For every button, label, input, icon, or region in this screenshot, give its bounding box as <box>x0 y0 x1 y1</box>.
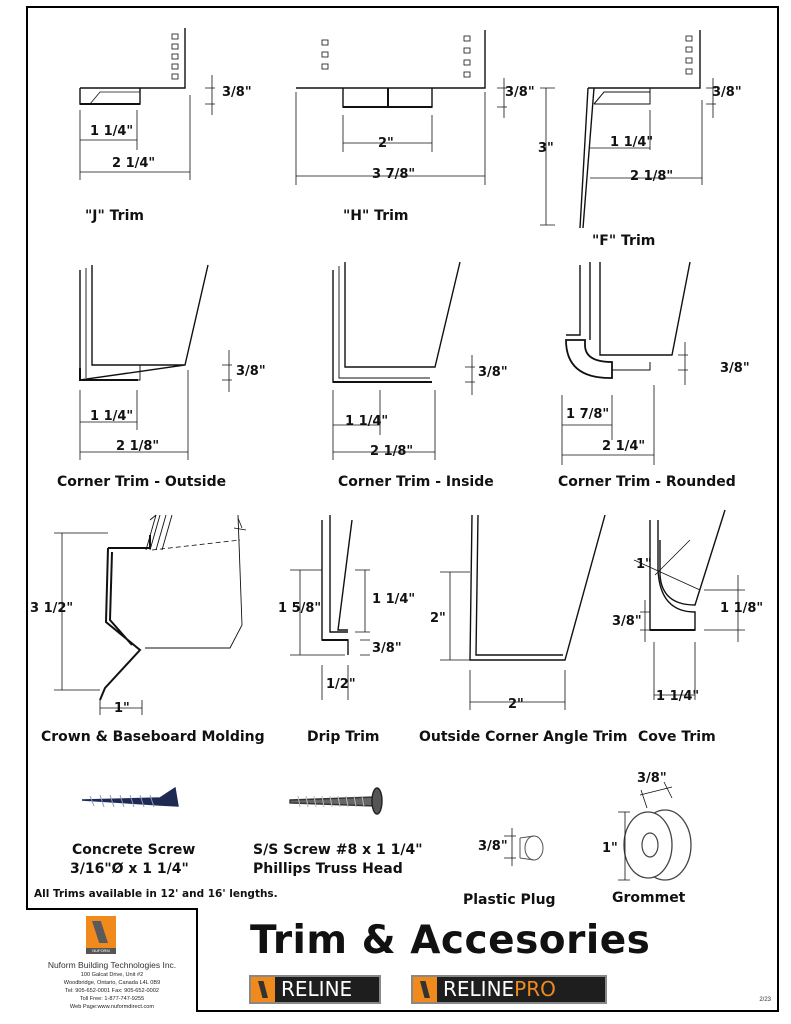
company-web[interactable]: Web Page:www.nuformdirect.com <box>69 1004 155 1010</box>
relinepro-logo: RELINEPRO <box>411 975 607 1004</box>
crown-baseboard-drawing <box>54 514 247 715</box>
grommet-drawing <box>618 781 692 881</box>
dim-cove-1: 1" <box>636 557 652 572</box>
dim-j-214: 2 1/4" <box>112 156 155 171</box>
label-ss-screw-head: Phillips Truss Head <box>253 861 403 877</box>
dim-ci-114: 1 1/4" <box>345 414 388 429</box>
dim-drip-114: 1 1/4" <box>372 592 415 607</box>
dim-cr-178: 1 7/8" <box>566 407 609 422</box>
company-name: Nuform Building Technologies Inc. <box>47 960 177 970</box>
dim-co-218: 2 1/8" <box>116 439 159 454</box>
dim-cove-114: 1 1/4" <box>656 689 699 704</box>
doc-code: 2/23 <box>759 997 771 1003</box>
dim-crown-1: 1" <box>114 701 130 716</box>
concrete-screw-drawing <box>81 786 179 808</box>
dim-drip-38: 3/8" <box>372 641 402 656</box>
dim-drip-12: 1/2" <box>326 677 356 692</box>
dim-oca-2a: 2" <box>430 611 446 626</box>
lengths-note: All Trims available in 12' and 16' lengt… <box>34 888 278 900</box>
dim-h-2: 2" <box>378 136 394 151</box>
outside-corner-angle-drawing <box>440 514 606 710</box>
corner-outside-drawing <box>79 264 232 460</box>
corner-rounded-drawing <box>561 261 691 465</box>
dim-cove-38: 3/8" <box>612 614 642 629</box>
nuform-logo <box>86 916 116 948</box>
dim-drip-158: 1 5/8" <box>278 601 321 616</box>
dim-h-378: 3 7/8" <box>372 167 415 182</box>
h-trim-drawing <box>295 30 507 185</box>
dim-oca-2b: 2" <box>508 697 524 712</box>
label-cove: Cove Trim <box>638 729 716 745</box>
label-crown: Crown & Baseboard Molding <box>41 729 265 745</box>
label-corner-inside: Corner Trim - Inside <box>338 474 494 490</box>
f-trim-drawing <box>540 30 716 229</box>
cove-trim-drawing <box>633 509 745 700</box>
dim-h-38: 3/8" <box>505 85 535 100</box>
company-address1: 100 Galcat Drive, Unit #2 <box>80 972 144 978</box>
label-concrete-screw: Concrete Screw <box>72 842 196 858</box>
label-f-trim: "F" Trim <box>592 233 656 249</box>
relinepro-text-a: RELINE <box>443 977 515 1001</box>
page-title: Trim & Accesories <box>250 918 651 963</box>
label-concrete-screw-size: 3/16"Ø x 1 1/4" <box>70 861 189 877</box>
label-corner-outside: Corner Trim - Outside <box>57 474 227 490</box>
dim-cr-38: 3/8" <box>720 361 750 376</box>
company-address2: Woodbridge, Ontario, Canada L4L 0B9 <box>63 980 161 986</box>
dim-f-38: 3/8" <box>712 85 742 100</box>
label-plastic-plug: Plastic Plug <box>463 892 556 908</box>
label-h-trim: "H" Trim <box>343 208 409 224</box>
company-phone: Tel: 905-652-0001 Fax: 905-652-0002 <box>65 988 159 994</box>
dim-f-3: 3" <box>538 141 554 156</box>
dim-grommet-38: 3/8" <box>637 771 667 786</box>
label-corner-rounded: Corner Trim - Rounded <box>558 474 736 490</box>
relinepro-text: RELINEPRO <box>443 977 556 1002</box>
dim-co-114: 1 1/4" <box>90 409 133 424</box>
company-info-box: NUFORM Nuform Building Technologies Inc.… <box>26 908 198 1012</box>
dim-ci-218: 2 1/8" <box>370 444 413 459</box>
drip-trim-drawing <box>290 515 370 700</box>
reline-mark-icon <box>251 977 275 1002</box>
dim-crown-312: 3 1/2" <box>30 601 73 616</box>
dim-cove-118: 1 1/8" <box>720 601 763 616</box>
relinepro-text-b: PRO <box>514 977 556 1001</box>
dim-f-218: 2 1/8" <box>630 169 673 184</box>
dim-plug-38: 3/8" <box>478 839 508 854</box>
dim-co-38: 3/8" <box>236 364 266 379</box>
dim-grommet-1: 1" <box>602 841 618 856</box>
dim-cr-214: 2 1/4" <box>602 439 645 454</box>
j-trim-drawing <box>79 28 215 180</box>
dim-f-114: 1 1/4" <box>610 135 653 150</box>
label-ss-screw: S/S Screw #8 x 1 1/4" <box>253 842 423 858</box>
corner-inside-drawing <box>332 261 475 460</box>
dim-j-114: 1 1/4" <box>90 124 133 139</box>
label-grommet: Grommet <box>612 890 686 906</box>
label-outside-corner-angle: Outside Corner Angle Trim <box>419 729 628 745</box>
reline-logo: RELINE <box>249 975 381 1004</box>
company-tollfree: Toll Free: 1-877-747-9255 <box>79 996 145 1002</box>
plastic-plug-drawing <box>504 828 544 866</box>
nuform-logo-tag: NUFORM <box>86 948 116 954</box>
dim-j-38: 3/8" <box>222 85 252 100</box>
dim-ci-38: 3/8" <box>478 365 508 380</box>
reline-text: RELINE <box>281 977 353 1001</box>
label-j-trim: "J" Trim <box>85 208 144 224</box>
ss-screw-drawing <box>289 787 383 815</box>
label-drip: Drip Trim <box>307 729 380 745</box>
relinepro-mark-icon <box>413 977 437 1002</box>
